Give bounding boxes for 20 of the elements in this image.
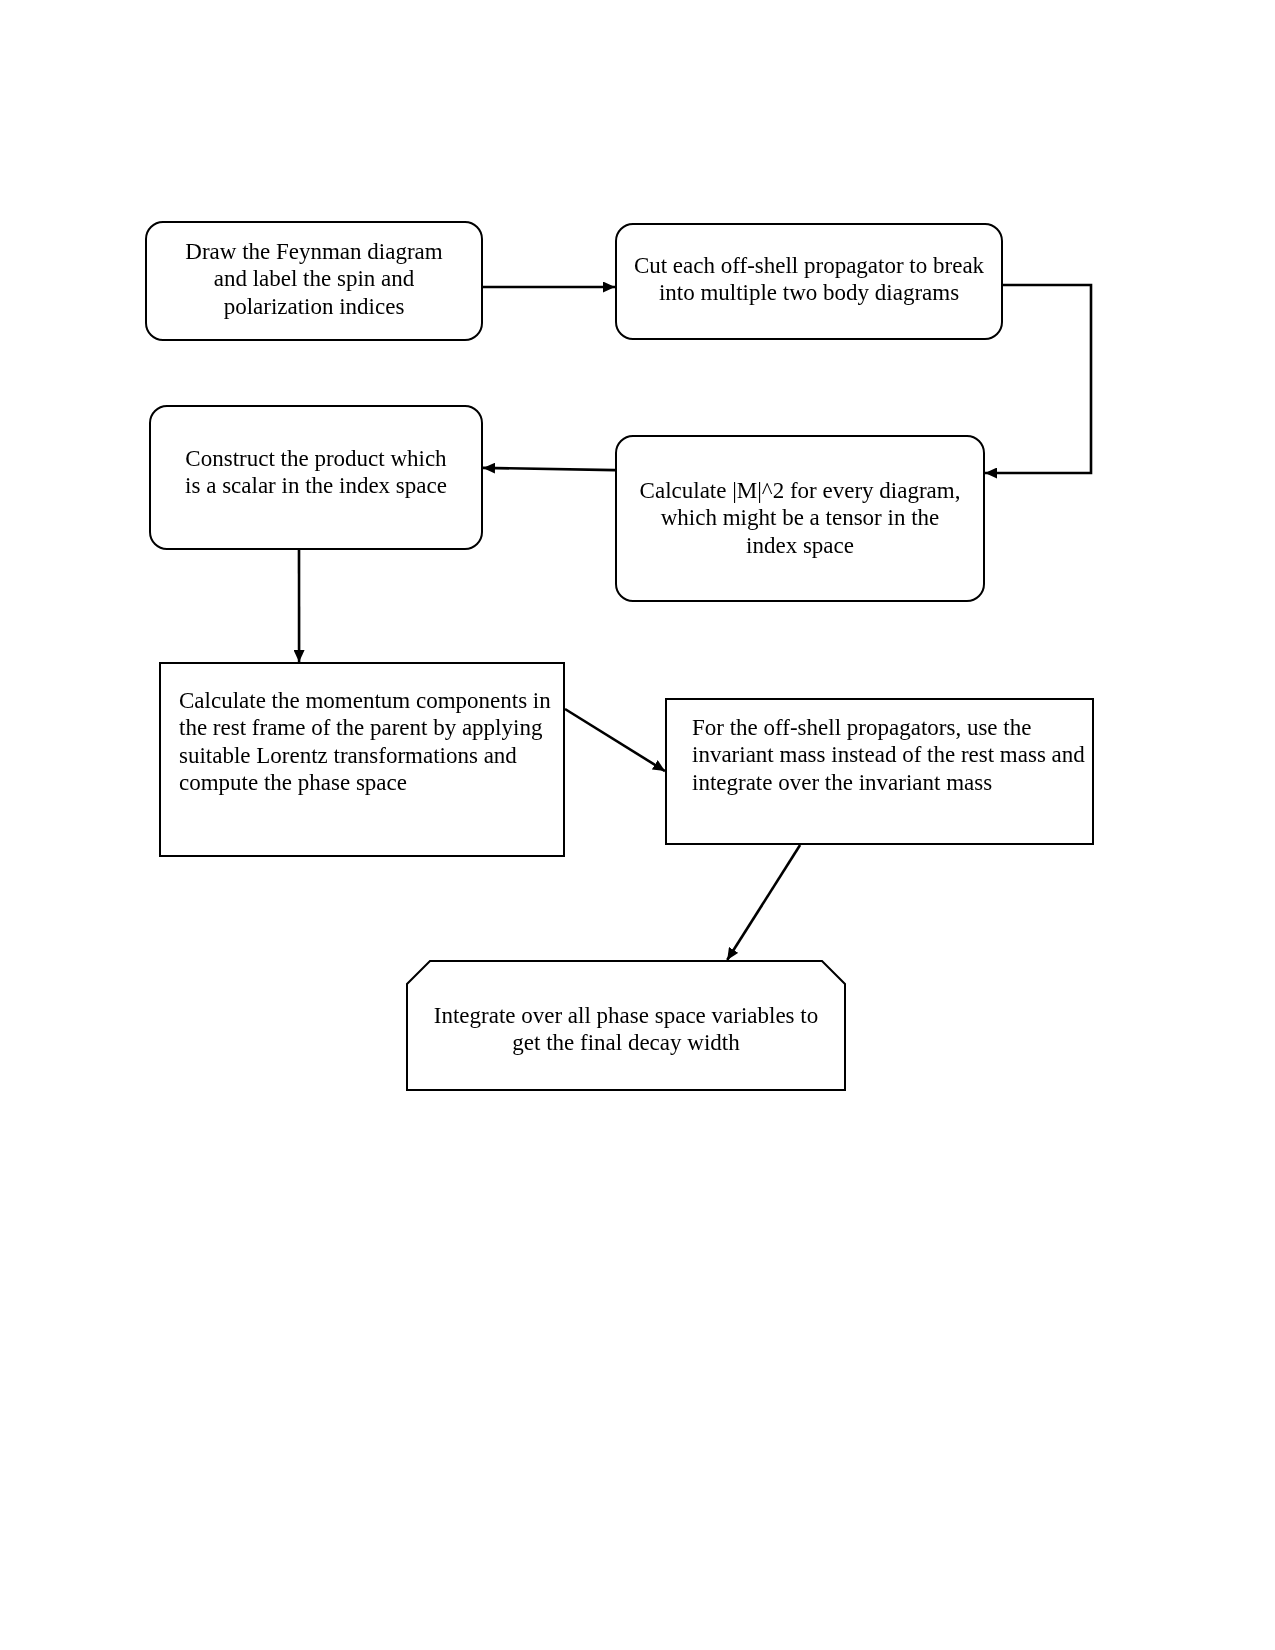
process-box xyxy=(406,960,846,1091)
node-text: For the off-shell propagators, use the invariant mass instead of the rest mass and integrate over the invariant mass xyxy=(692,714,1086,797)
process-box xyxy=(665,698,1094,845)
node-text: Integrate over all phase space variables to get the final decay width xyxy=(432,1002,820,1057)
arrow xyxy=(483,281,615,293)
node-text: Calculate the momentum components in the rest frame of the parent by applying suitable Lorentz transformations and compute the phase space xyxy=(179,687,552,797)
process-box xyxy=(145,221,483,341)
arrow xyxy=(985,283,1093,479)
node-text: Construct the product which is a scalar in the index space xyxy=(184,445,448,500)
arrow xyxy=(726,844,802,961)
process-box xyxy=(615,223,1003,340)
node-text: Calculate |M|^2 for every diagram, which might be a tensor in the index space xyxy=(638,477,962,560)
arrow xyxy=(293,550,305,662)
node-text: Cut each off-shell propagator to break into multiple two body diagrams xyxy=(632,252,986,307)
node-text: Draw the Feynman diagram and label the spin and polarization indices xyxy=(184,238,444,321)
process-box xyxy=(159,662,565,857)
arrow xyxy=(482,462,616,474)
process-box xyxy=(615,435,985,602)
process-box xyxy=(149,405,483,550)
arrow xyxy=(564,707,666,773)
